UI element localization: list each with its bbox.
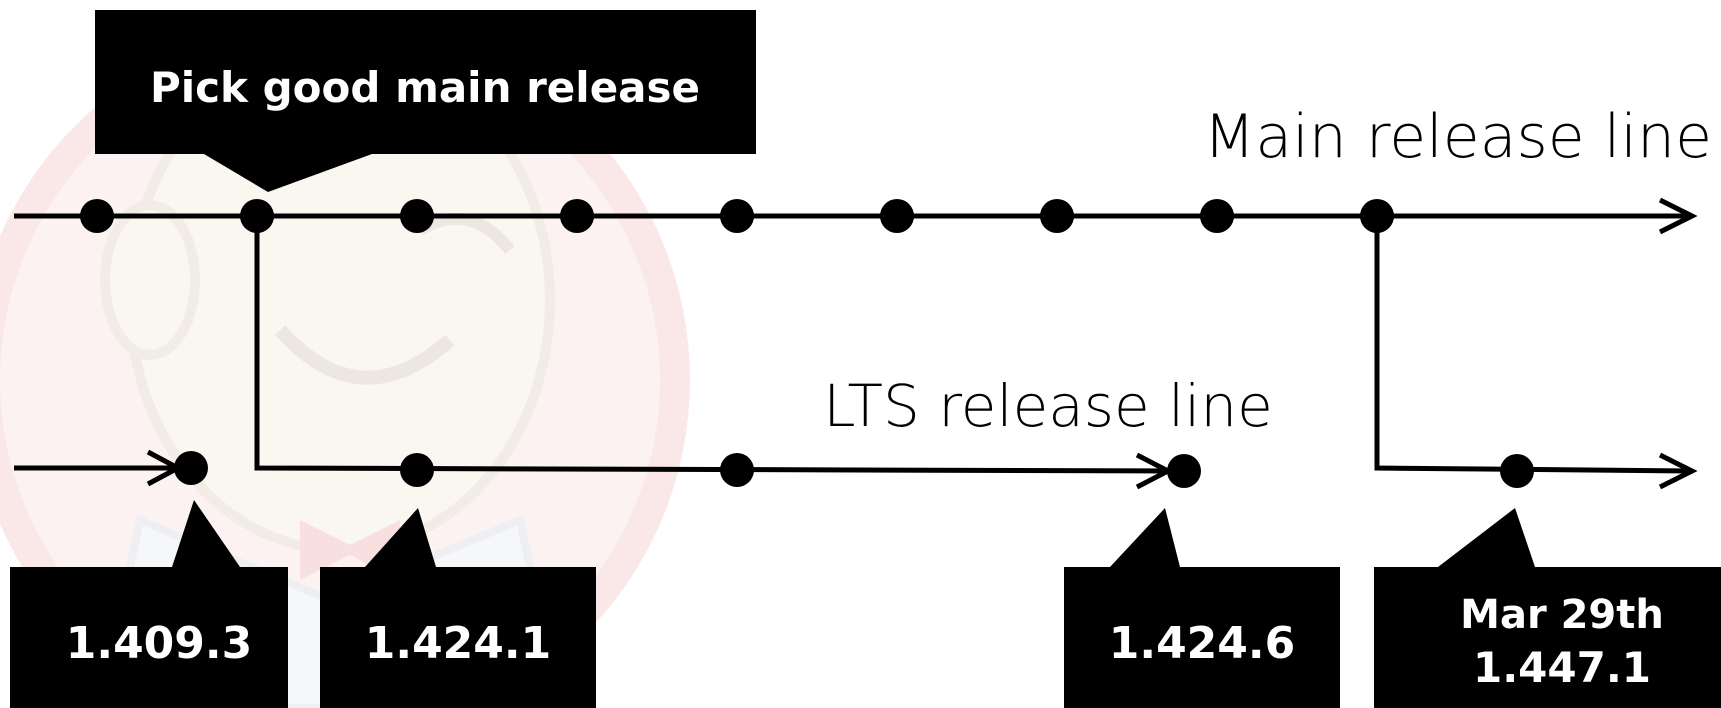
callout-version-text: 1.409.3 (66, 618, 253, 669)
callout-box (1374, 508, 1721, 708)
mascot-smile (274, 325, 455, 385)
main-release-dot (1200, 199, 1234, 233)
next-lts-arrowhead (1658, 452, 1698, 490)
callout-version-text: 1.447.1 (1473, 643, 1651, 692)
callout-pick-release: Pick good main release (95, 10, 756, 192)
callout-lts-previous: 1.409.3 (10, 500, 288, 708)
callout-box (95, 10, 756, 192)
lts-release-line (254, 216, 1201, 490)
callout-version-text: 1.424.6 (1109, 618, 1296, 669)
callout-pick-text: Pick good main release (150, 63, 700, 112)
main-release-dot (400, 199, 434, 233)
mascot-ear-left (100, 200, 200, 360)
main-release-dot (1040, 199, 1074, 233)
main-release-dot (880, 199, 914, 233)
main-release-dot (720, 199, 754, 233)
lts-release-dot (400, 453, 434, 487)
lts-release-dot (174, 451, 208, 485)
next-lts-branch-stroke (1374, 216, 1691, 474)
callout-lts-last: 1.424.6 (1064, 508, 1340, 708)
lts-line-label: LTS release line (823, 372, 1273, 440)
callout-box (320, 508, 596, 708)
previous-lts-line (14, 449, 208, 487)
main-release-dot (560, 199, 594, 233)
callout-box (1064, 508, 1340, 708)
lts-release-dot (1167, 454, 1201, 488)
callout-lts-first: 1.424.1 (320, 508, 596, 708)
next-lts-line (1374, 216, 1698, 490)
main-line-label: Main release line (1204, 102, 1712, 172)
main-line-arrowhead (1658, 197, 1698, 235)
callout-lts-next: Mar 29th 1.447.1 (1374, 508, 1721, 708)
lts-release-dot (1500, 454, 1534, 488)
lts-branch-stroke (254, 216, 1168, 474)
main-release-line (14, 197, 1698, 235)
callout-box (10, 500, 288, 708)
lts-release-dot (720, 453, 754, 487)
callout-date-text: Mar 29th (1460, 592, 1664, 638)
main-release-dot (80, 199, 114, 233)
callout-version-text: 1.424.1 (365, 618, 552, 669)
